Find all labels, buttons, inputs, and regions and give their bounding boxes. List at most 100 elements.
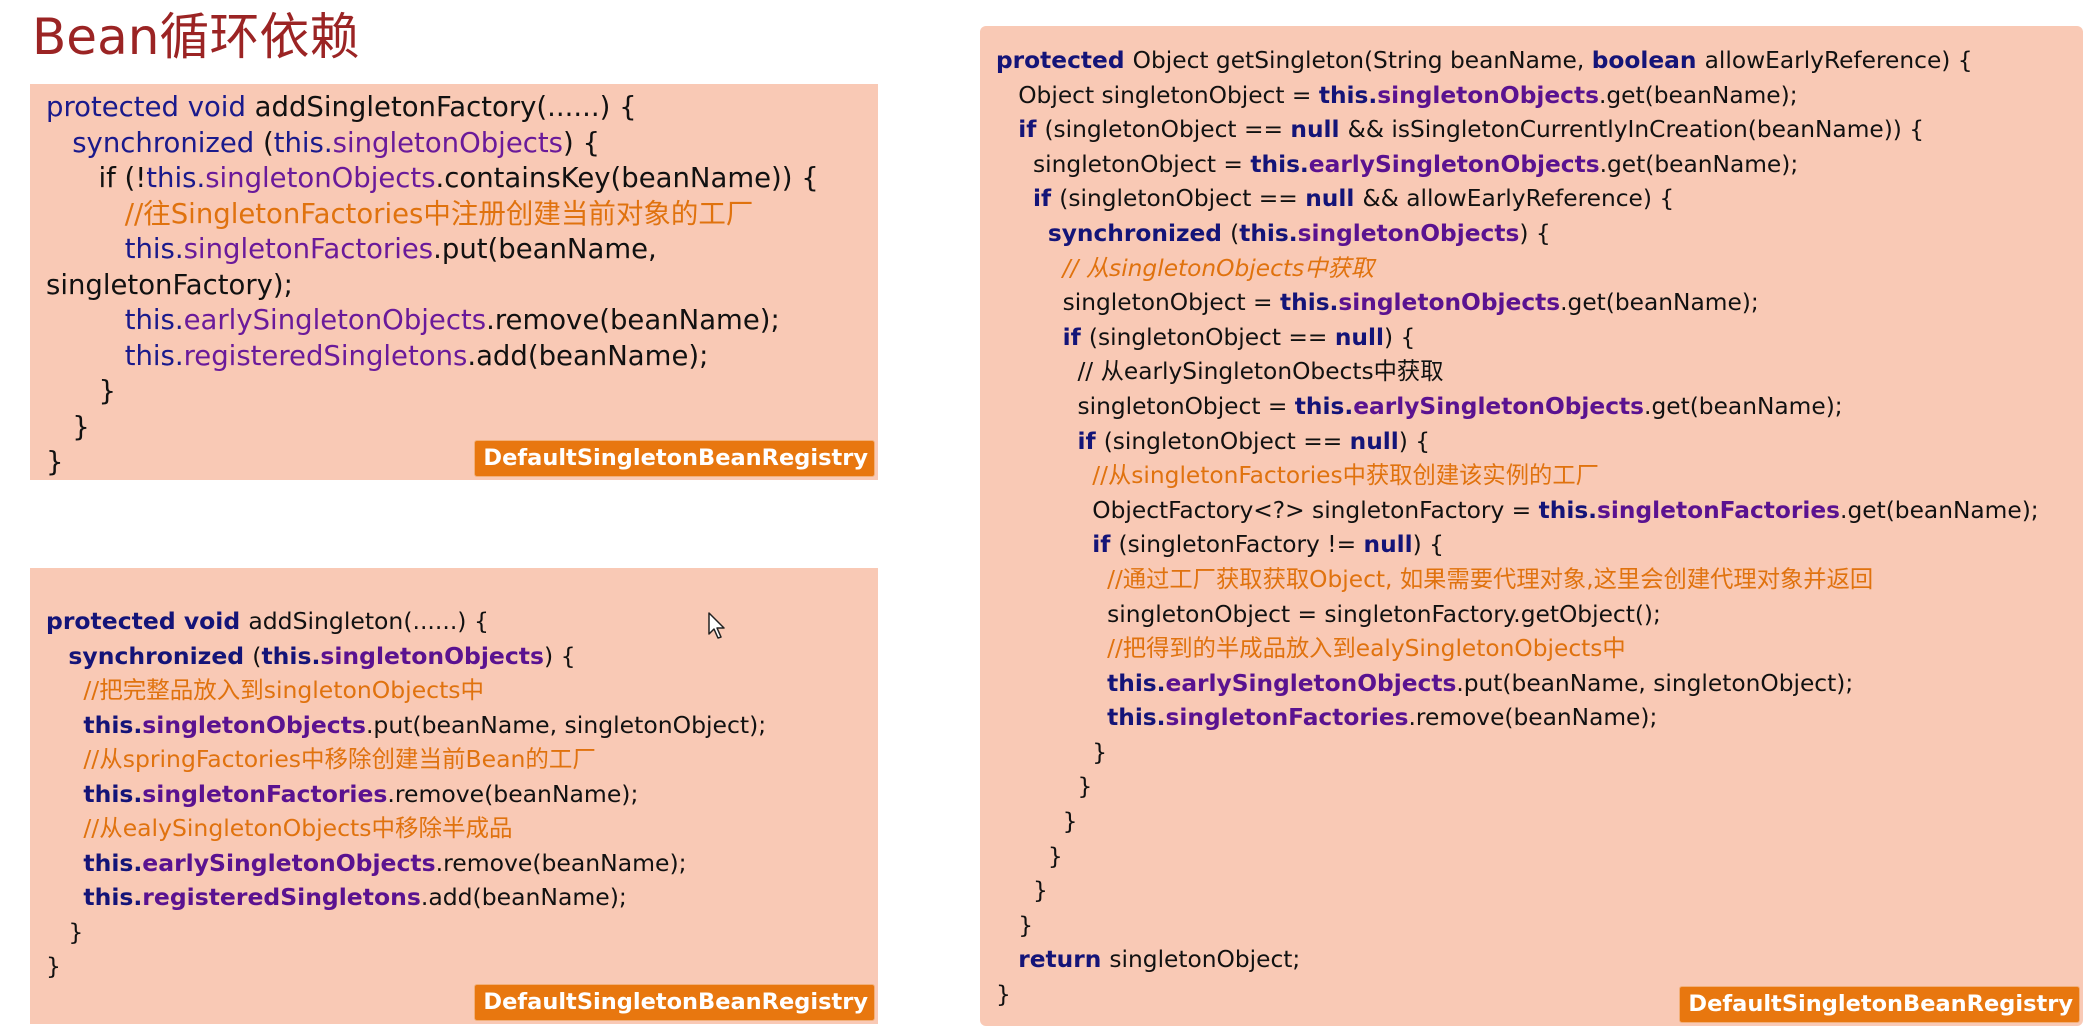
code-text: } <box>996 981 1011 1009</box>
class-name-badge: DefaultSingletonBeanRegistry <box>474 984 875 1021</box>
code-text <box>46 198 125 230</box>
code-text: ) { <box>1398 427 1431 455</box>
code-text: .remove(beanName); <box>387 779 639 808</box>
code-line: if (singletonObject == null) { <box>996 321 2039 356</box>
code-text <box>46 676 83 704</box>
keyword: protected <box>996 47 1133 74</box>
keyword: this. <box>261 641 321 670</box>
code-text: ) { <box>1519 219 1551 247</box>
code-line: this.singletonObjects.put(beanName, sing… <box>46 708 766 743</box>
class-name-badge: DefaultSingletonBeanRegistry <box>474 440 875 477</box>
code-text: addSingletonFactory(......) { <box>254 91 637 123</box>
code-text: } <box>46 917 84 946</box>
code-line: } <box>46 410 819 446</box>
keyword: null <box>1334 323 1384 351</box>
code-text: .add(beanName); <box>467 339 709 372</box>
keyword: this. <box>124 339 184 372</box>
code-text: // 从earlySingletonObects中获取 <box>996 358 1444 386</box>
code-block: protected void addSingleton(......) { sy… <box>46 604 766 984</box>
code-line: } <box>996 770 2039 805</box>
field-name: registeredSingletons <box>183 339 468 372</box>
code-block: protected Object getSingleton(String bea… <box>996 44 2039 1013</box>
code-line: this.singletonFactories.put(beanName, <box>46 232 819 268</box>
code-line: //把完整品放入到singletonObjects中 <box>46 673 766 708</box>
code-text: .get(beanName); <box>1599 150 1799 178</box>
code-line: if (singletonObject == null && isSinglet… <box>996 113 2039 148</box>
keyword: this. <box>124 233 184 265</box>
code-text: allowEarlyReference) { <box>1704 47 1973 74</box>
keyword: this. <box>1107 704 1166 732</box>
code-line: synchronized (this.singletonObjects) { <box>996 217 2039 252</box>
code-line: } <box>996 874 2039 909</box>
code-text <box>996 670 1107 697</box>
code-text: singletonObject = <box>996 289 1280 317</box>
code-text: .put(beanName, <box>433 233 657 265</box>
keyword: this. <box>1294 392 1354 420</box>
code-panel-add-singleton: protected void addSingleton(......) { sy… <box>30 568 878 1024</box>
code-text <box>996 531 1092 558</box>
code-line: if (!this.singletonObjects.containsKey(b… <box>46 161 818 197</box>
field-name: singletonObjects <box>1297 219 1520 247</box>
code-text: .get(beanName); <box>1840 496 2039 524</box>
code-text: Object getSingleton(String beanName, <box>1132 47 1592 74</box>
code-text <box>46 849 83 877</box>
keyword: this. <box>83 883 143 911</box>
code-line: //从springFactories中移除创建当前Bean的工厂 <box>46 742 766 777</box>
keyword: null <box>1349 427 1399 455</box>
field-name: singletonFactories <box>1597 496 1841 524</box>
code-text: } <box>46 375 116 407</box>
code-line: singletonObject = this.singletonObjects.… <box>996 286 2039 321</box>
code-text: singletonObject; <box>1109 946 1301 974</box>
field-name: singletonObjects <box>1338 289 1561 317</box>
keyword: if <box>1033 185 1060 213</box>
code-line: synchronized (this.singletonObjects) { <box>46 126 819 162</box>
code-text: (singletonObject == <box>1103 427 1350 455</box>
code-text: } <box>996 808 1078 836</box>
code-text: ) { <box>544 641 576 670</box>
code-text <box>996 324 1063 351</box>
code-line: Object singletonObject = this.singletonO… <box>996 79 2039 114</box>
code-line: synchronized (this.singletonObjects) { <box>46 639 766 674</box>
code-line: } <box>46 915 766 950</box>
code-text: .add(beanName); <box>420 883 627 911</box>
code-text: } <box>46 446 64 478</box>
keyword: protected void <box>46 607 249 635</box>
code-text <box>996 255 1063 282</box>
field-name: earlySingletonObjects <box>142 848 436 877</box>
code-text: } <box>996 738 1108 766</box>
code-text <box>46 304 125 336</box>
keyword: this. <box>83 779 143 808</box>
code-line: this.singletonFactories.remove(beanName)… <box>46 777 766 812</box>
keyword: null <box>1363 531 1413 559</box>
keyword: boolean <box>1591 47 1705 74</box>
code-line: } <box>46 374 819 410</box>
code-text: singletonFactory); <box>46 268 293 301</box>
code-text: && allowEarlyReference) { <box>1362 185 1675 213</box>
code-line: return singletonObject; <box>996 943 2039 978</box>
code-text: (singletonObject == <box>1088 323 1335 351</box>
keyword: this. <box>1250 150 1309 178</box>
code-text <box>996 566 1107 593</box>
code-line: ObjectFactory<?> singletonFactory = this… <box>996 494 2039 529</box>
code-text: Object singletonObject = <box>996 81 1319 109</box>
code-text <box>996 428 1077 455</box>
keyword: this. <box>1538 496 1598 524</box>
code-text: (singletonFactory != <box>1118 531 1364 559</box>
code-text: ) { <box>1383 323 1416 351</box>
code-line: } <box>996 909 2039 944</box>
code-line: } <box>996 978 2039 1013</box>
slide-title: Bean循环依赖 <box>32 8 360 66</box>
code-line: this.earlySingletonObjects.remove(beanNa… <box>46 846 766 881</box>
code-line: //从singletonFactories中获取创建该实例的工厂 <box>996 459 2039 494</box>
keyword: null <box>1290 116 1348 144</box>
code-text: if (! <box>46 162 147 194</box>
class-name-badge: DefaultSingletonBeanRegistry <box>1679 986 2080 1023</box>
code-text: } <box>46 410 90 443</box>
code-text: singletonObject = singletonFactory.getOb… <box>996 600 1661 628</box>
code-comment: // 从singletonObjects中获取 <box>1062 254 1375 282</box>
code-text: ) { <box>562 126 600 159</box>
code-line: // 从singletonObjects中获取 <box>996 252 2039 287</box>
code-text <box>996 635 1107 662</box>
keyword: if <box>1062 323 1089 351</box>
code-text: addSingleton(......) { <box>248 607 489 635</box>
